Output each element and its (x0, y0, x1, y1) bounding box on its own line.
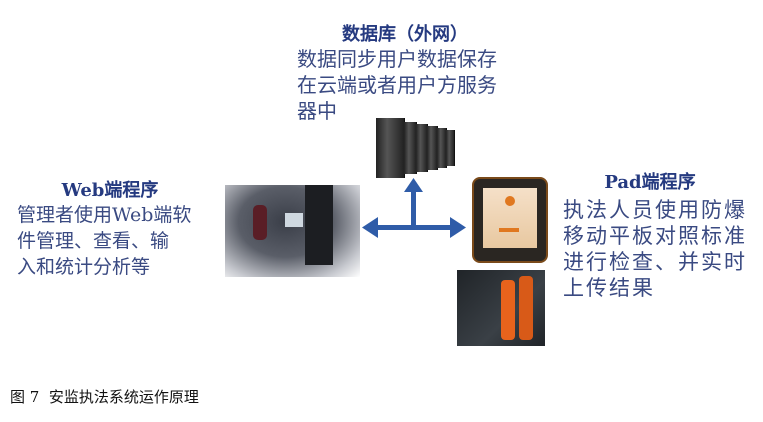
arrow-right-head (450, 217, 466, 238)
web-line: 管理者使用Web端软 (17, 204, 192, 226)
pad-line: 移动平板对照标准 (563, 224, 747, 248)
web-line: 入和统计分析等 (17, 256, 151, 278)
database-description: 数据同步用户数据保存 在云端或者用户方服务 器中 (297, 46, 497, 124)
web-line: 件管理、查看、输 (17, 230, 170, 252)
web-operator-photo (225, 185, 360, 277)
database-line: 数据同步用户数据保存 (297, 47, 497, 71)
pad-line: 执法人员使用防爆 (563, 198, 747, 222)
tablet-image (472, 177, 548, 263)
arrow-left-head (362, 217, 378, 238)
monitor (285, 213, 303, 227)
database-title: 数据库（外网） (342, 24, 468, 45)
pad-description: 执法人员使用防爆 移动平板对照标准 进行检查、并实时 上传结果 (563, 197, 747, 301)
operator-figure (253, 205, 267, 240)
arrow-up-head (404, 178, 423, 192)
field-inspection-photo (457, 270, 545, 346)
figure-caption: 图 7 安监执法系统运作原理 (10, 388, 199, 406)
database-line: 器中 (297, 99, 337, 123)
worker-figure (519, 276, 533, 340)
pad-line: 进行检查、并实时 (563, 250, 747, 274)
vertical-arrow-shaft (411, 188, 416, 228)
tablet-screen (483, 188, 537, 248)
rack (305, 185, 333, 265)
connection-arrows (362, 178, 466, 238)
pad-title: Pad端程序 (604, 172, 696, 193)
worker-figure (501, 280, 515, 340)
web-description: 管理者使用Web端软 件管理、查看、输 入和统计分析等 (17, 202, 191, 280)
pad-line: 上传结果 (563, 276, 655, 300)
database-line: 在云端或者用户方服务 (297, 73, 497, 97)
web-title: Web端程序 (61, 180, 159, 201)
server-rack-image (376, 118, 456, 178)
